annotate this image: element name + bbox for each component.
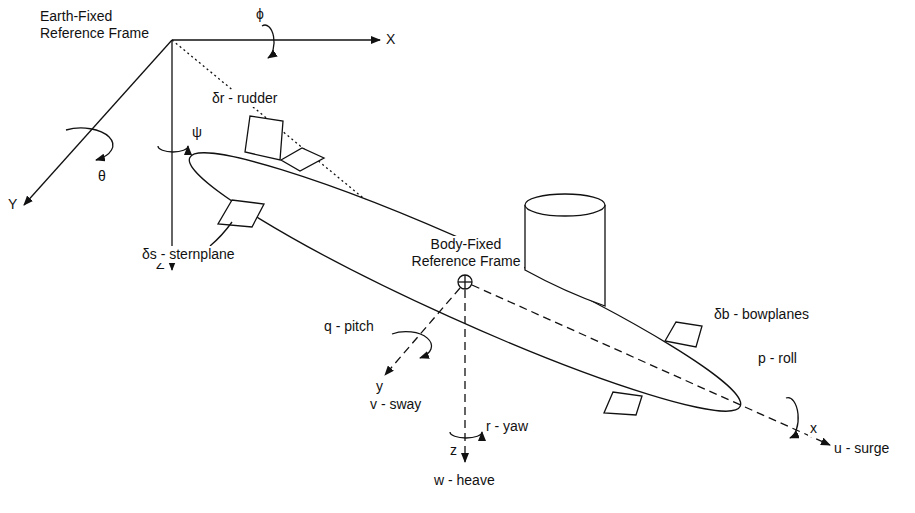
z-axis-body: [464, 290, 465, 462]
control-label: δb - bowplanes: [712, 306, 811, 323]
control-label: δr - rudder: [210, 90, 279, 107]
roll-arrow: [786, 398, 798, 438]
leader-line: [210, 222, 232, 246]
axis-name: x: [808, 420, 819, 437]
sail-top: [525, 194, 605, 216]
axis-name: z: [448, 442, 459, 459]
psi-arrow: [158, 146, 188, 152]
axis-angle: ψ: [190, 124, 204, 141]
frame-title: Body-Fixed Reference Frame: [408, 236, 524, 270]
sail: [525, 205, 605, 306]
yaw-arrow: [450, 432, 482, 438]
pitch-arrow: [392, 332, 432, 358]
z-axis-earth: [171, 40, 172, 270]
axis-name: Y: [6, 196, 19, 213]
theta-arrow: [66, 128, 113, 160]
phi-arrow: [262, 25, 274, 58]
axis-angle: θ: [96, 168, 108, 185]
rudder: [245, 116, 283, 160]
bowplane-lower: [604, 392, 642, 415]
y-axis-body: [385, 288, 460, 375]
x-axis-earth: [172, 39, 380, 40]
y-axis-earth: [24, 40, 172, 205]
motion-label: p - roll: [756, 350, 799, 367]
origin-cross: [464, 275, 465, 289]
motion-label: u - surge: [832, 440, 891, 457]
motion-label: q - pitch: [322, 318, 376, 335]
axis-angle: ϕ: [254, 6, 266, 23]
motion-label: r - yaw: [484, 418, 530, 435]
axis-name: X: [384, 31, 397, 48]
motion-label: w - heave: [432, 472, 497, 489]
control-label: δs - sternplane: [140, 246, 237, 263]
stern-fin: [281, 148, 324, 171]
sternplane: [218, 200, 264, 227]
hull: [174, 123, 756, 441]
bowplane-upper: [665, 322, 702, 347]
axis-name: y: [374, 378, 385, 395]
x-axis-body: [472, 285, 830, 445]
frame-title: Earth-Fixed Reference Frame: [38, 8, 157, 42]
motion-label: v - sway: [368, 396, 423, 413]
origin-marker: [458, 275, 472, 289]
